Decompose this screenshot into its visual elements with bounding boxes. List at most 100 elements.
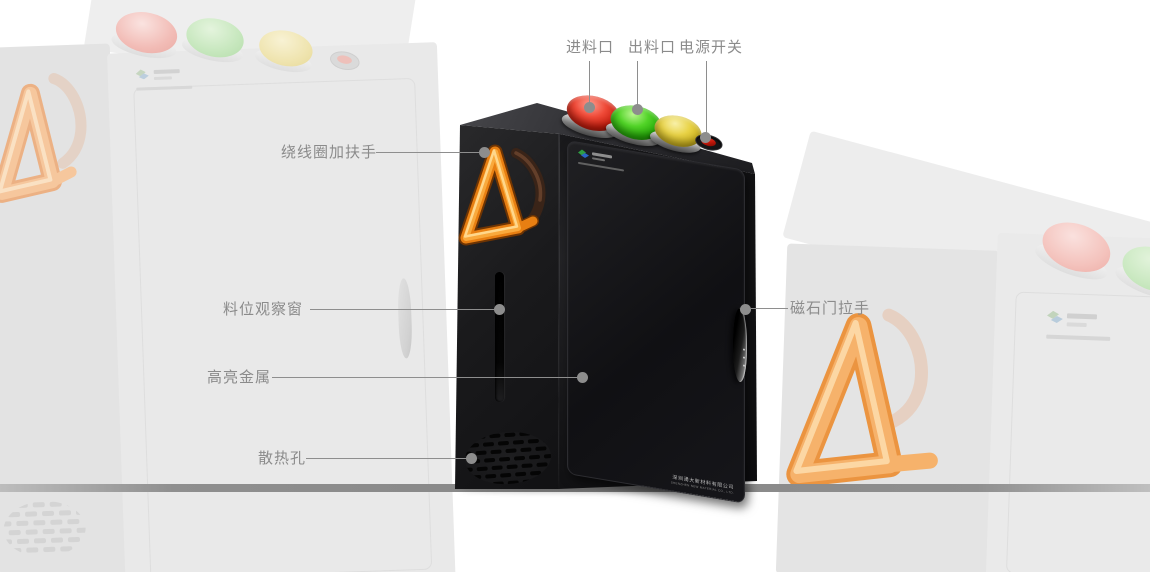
vent-dash — [66, 500, 79, 507]
machine-logo-text-bar — [578, 161, 624, 172]
vent-dash — [534, 430, 546, 436]
vent-dash — [33, 520, 46, 526]
callout-level-window-label: 料位观察窗 — [223, 301, 304, 318]
vent-dash — [49, 501, 62, 507]
handle-screw-dot — [743, 356, 745, 359]
callout-door-handle-label: 磁石门拉手 — [790, 300, 871, 317]
vent-dash — [483, 457, 495, 463]
vent-dash — [32, 502, 45, 508]
vent-dash — [24, 511, 37, 517]
vent-dash — [506, 464, 518, 470]
callout-outlet-label: 出料口 — [628, 39, 677, 56]
callout-vent-holes-label: 散热孔 — [258, 450, 307, 467]
vent-dash — [536, 462, 548, 468]
vent-dash — [8, 529, 21, 536]
callout-door-handle-line — [751, 308, 788, 309]
ghost-right-coil-handle — [786, 308, 938, 488]
callout-power-label: 电源开关 — [679, 39, 744, 56]
callout-coil-handle-line — [376, 152, 481, 153]
ghost-right-logo-text-bar — [1066, 322, 1087, 328]
vent-dash — [59, 546, 72, 552]
vent-dash — [497, 440, 509, 446]
coil-handle — [458, 144, 547, 246]
ghost-right-machine-logo-icon — [1047, 311, 1063, 325]
callout-inlet-dot — [583, 102, 595, 113]
callout-power-line — [706, 61, 707, 134]
vent-dash — [519, 431, 531, 437]
vent-dash — [499, 472, 511, 478]
vent-dash — [58, 510, 71, 516]
callout-glossy-metal-label: 高亮金属 — [207, 369, 272, 386]
callout-coil-handle: 绕线圈加扶手 — [281, 145, 377, 161]
vent-dash — [521, 463, 533, 469]
handle-screw-dot — [743, 364, 745, 367]
callout-outlet-line — [637, 61, 638, 107]
callout-door-handle: 磁石门拉手 — [790, 301, 870, 317]
vent-dash — [469, 474, 481, 480]
machine-edge-ridge — [558, 134, 560, 489]
callout-inlet-label: 进料口 — [566, 39, 615, 56]
level-observation-window — [495, 272, 504, 402]
callout-glossy-metal: 高亮金属 — [207, 370, 271, 386]
vent-dash — [514, 471, 526, 477]
callout-vent-holes: 散热孔 — [258, 451, 306, 467]
vent-dash — [482, 441, 494, 447]
ghost-right-door — [1005, 291, 1150, 572]
vent-dash — [484, 473, 496, 479]
machine-nameplate: 深圳湧大新材料有限公司 SHENZHEN NEW MATERIAL CO., L… — [671, 474, 734, 495]
vent-dash — [489, 433, 501, 439]
vent-dash — [59, 528, 72, 534]
machine-logo-icon — [578, 149, 588, 159]
vent-dash — [476, 466, 488, 472]
callout-power-dot — [700, 132, 711, 143]
ghost-left-logo-text-bar — [153, 76, 172, 81]
vent-dash — [8, 547, 21, 554]
vent-dash — [33, 538, 47, 544]
vent-dash — [41, 510, 54, 517]
main-machine: 深圳湧大新材料有限公司 SHENZHEN NEW MATERIAL CO., L… — [455, 89, 761, 504]
machine-floor-shadow — [460, 487, 756, 492]
ghost-right-logo-text-bar — [1066, 313, 1098, 320]
vent-dash — [504, 432, 516, 438]
vent-dash — [544, 469, 553, 475]
vent-dash — [474, 434, 486, 440]
vent-dash — [75, 509, 87, 516]
callout-inlet: 进料口 — [566, 40, 614, 56]
ghost-left-machine-logo-icon — [136, 69, 150, 80]
vent-dash — [42, 546, 55, 553]
callout-vent-holes-line — [306, 458, 468, 459]
callout-glossy-metal-dot — [577, 371, 588, 383]
vent-dash — [535, 446, 547, 452]
ghost-left-coil-handle — [0, 73, 87, 203]
vent-dash — [529, 470, 541, 476]
vent-dash — [50, 537, 64, 543]
vent-dash — [491, 465, 503, 471]
machine-door: 深圳湧大新材料有限公司 SHENZHEN NEW MATERIAL CO., L… — [567, 140, 747, 504]
vent-dash — [7, 511, 20, 518]
vent-dash — [520, 447, 532, 453]
callout-glossy-metal-line — [272, 377, 579, 378]
magnet-door-handle — [733, 306, 747, 384]
vent-dash — [498, 456, 510, 462]
vent-dash — [513, 455, 525, 461]
callout-power: 电源开关 — [679, 40, 743, 56]
vent-dash — [76, 545, 87, 551]
callout-door-handle-dot — [739, 303, 751, 315]
vent-dash — [67, 518, 80, 525]
vent-dash — [16, 538, 30, 545]
background-machine-left — [0, 0, 476, 572]
vent-dash — [512, 439, 524, 445]
callout-coil-handle-dot — [479, 146, 490, 158]
callout-level-window-line — [310, 309, 496, 310]
vent-dash — [467, 443, 479, 448]
callout-level-window: 料位观察窗 — [223, 302, 303, 318]
vent-dash — [2, 503, 11, 509]
vent-dash — [25, 547, 38, 553]
background-machine-right — [748, 130, 1150, 572]
vent-dash — [490, 449, 502, 455]
callout-outlet: 出料口 — [628, 40, 676, 56]
callout-vent-holes-dot — [466, 452, 477, 464]
callout-inlet-line — [589, 61, 590, 105]
vent-dash — [2, 539, 13, 545]
